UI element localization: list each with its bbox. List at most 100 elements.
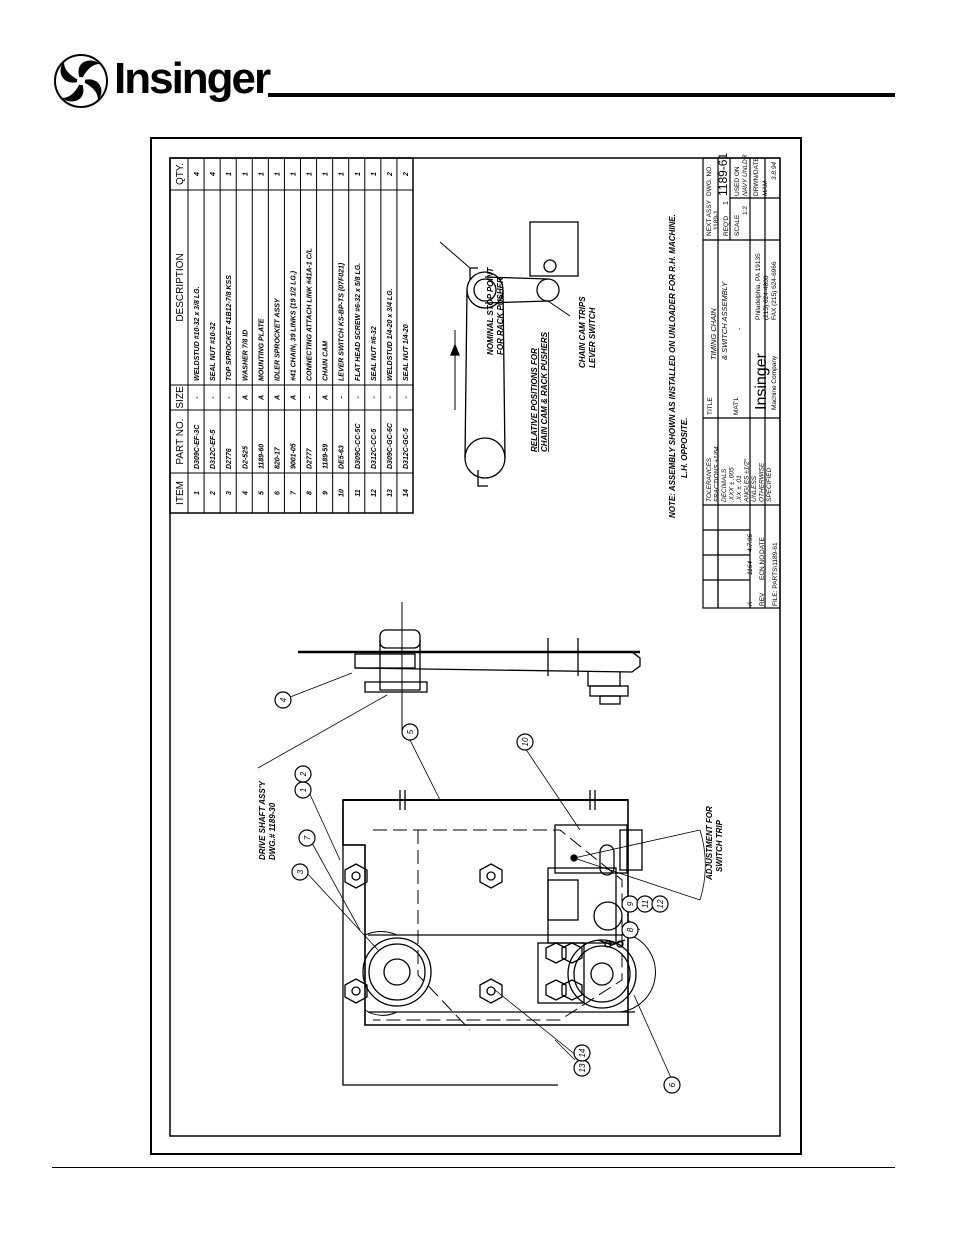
table-cell: A [274,395,281,401]
tolerance-line: UNLESS [751,475,758,502]
table-cell: 14 [403,489,410,497]
title-block [702,157,781,609]
tolerance-line: OTHERWISE [759,462,766,502]
table-cell: 1189-59 [323,444,330,469]
table-cell: D2777 [307,447,314,469]
tolerance-line: ANGLES ±1/2° [743,458,751,503]
relative-positions-note: RELATIVE POSITIONS FOR CHAIN CAM & RACK … [530,331,549,452]
table-cell: 1 [339,172,346,176]
plan-view [257,672,706,1086]
svg-text:14: 14 [578,1048,587,1057]
cam-trips-note: CHAIN CAM TRIPS LEVER SWITCH [578,296,597,368]
svg-text:RELATIVE POSITIONS FOR: RELATIVE POSITIONS FOR [530,348,539,452]
table-cell: 5 [258,491,265,495]
used-on-label: USED ON [734,166,741,196]
table-cell: #41 CHAIN, 39 LINKS (19 1/2 LG.) [290,270,297,381]
item-balloon-5: 5 [401,723,419,741]
item-balloon-8: 8 [621,921,639,939]
table-cell: D309C-CC-5C [355,423,362,469]
table-cell: 1189-60 [258,444,265,469]
table-cell: 11 [355,489,362,496]
table-cell: 1 [323,172,330,176]
table-cell: 7 [290,490,297,495]
table-cell: 820-17 [274,446,281,469]
table-cell: 1 [274,172,281,176]
side-elevation [298,602,641,730]
table-cell: SEAL NUT #10-32 [210,322,217,381]
address-line: FAX (215) 624-6966 [771,261,778,320]
company-sub: Machine Company [771,355,778,410]
table-cell: IDLER SPROCKET ASSY [274,297,281,381]
matl-value: - [737,327,744,330]
scale-label: SCALE [734,214,741,236]
svg-text:NOMINAL STOP POINT: NOMINAL STOP POINT [486,266,495,355]
rev-value: 4.7.95 [747,534,754,552]
item-balloon-1: 1 [294,781,312,799]
table-cell: FLAT HEAD SCREW #6-32 x 5/8 LG. [355,263,362,381]
rev-value: 1164 [747,561,754,575]
table-cell: MOUNTING PLATE [258,318,265,381]
table-header-cell: SIZE [175,386,186,409]
file-label: FILE: PARTS\1189-61 [772,542,779,606]
tolerance-line: FRACTIONS ±1/64 [714,446,721,502]
table-cell: 2 [403,172,410,177]
table-header-cell: ITEM [175,481,186,505]
matl-label: MAT'L [733,397,740,415]
table-cell: WASHER 7/8 ID [242,330,249,381]
table-cell: 3 [226,491,233,495]
table-cell: D309C-EF-3C [194,424,201,469]
item-balloon-11: 11 [636,895,654,913]
table-cell: - [355,396,362,399]
table-cell: - [194,396,201,399]
title-line: TIMING CHAIN [709,308,718,360]
item-balloon-3: 3 [291,863,309,881]
table-cell: A [290,395,297,401]
table-cell: CONNECTING ATTACH LINK #41A-1 C/L [307,248,314,381]
assembly-note: NOTE: ASSEMBLY SHOWN AS INSTALLED ON UNL… [668,214,689,518]
svg-text:CHAIN CAM & RACK PUSHERS: CHAIN CAM & RACK PUSHERS [540,331,549,452]
table-cell: - [387,396,394,399]
item-balloon-7: 7 [298,829,316,847]
svg-text:11: 11 [641,900,650,908]
item-balloon-6: 6 [663,1076,681,1094]
item-balloon-14: 14 [573,1044,591,1062]
table-cell: 4 [194,172,201,177]
table-cell: D309C-GC-6C [387,422,394,469]
table-cell: - [371,396,378,399]
reqd-value: 1 [723,201,730,205]
item-balloon-10: 10 [516,733,534,751]
table-cell: - [226,396,233,399]
item-balloon-12: 12 [651,895,669,913]
table-cell: 1 [307,172,314,176]
table-cell: 9001-05 [290,443,297,469]
next-assy-label: NEXT ASSY [706,199,713,236]
tolerance-line: TOLERANCES [706,457,713,502]
svg-text:7: 7 [303,835,312,840]
svg-text:CHAIN CAM TRIPS: CHAIN CAM TRIPS [578,296,587,368]
table-cell: 4 [242,491,249,496]
svg-text:FOR RACK PUSHER: FOR RACK PUSHER [496,277,505,355]
table-header-cell: DESCRIPTION [175,253,186,321]
table-cell: 2 [387,172,394,177]
header-rule [268,93,895,97]
table-cell: - [210,396,217,399]
pinwheel-logo-icon [54,54,108,108]
dwg-number: 1189-61 [716,153,730,196]
table-cell: D312C-GC-5 [403,428,410,469]
company-name: Insinger [753,352,770,410]
svg-text:NOTE: ASSEMBLY SHOWN AS INSTAL: NOTE: ASSEMBLY SHOWN AS INSTALLED ON UNL… [668,214,677,518]
table-cell: 1 [258,172,265,176]
table-cell: 1 [226,172,233,176]
svg-text:6: 6 [668,1082,677,1087]
table-cell: 12 [371,489,378,497]
tolerance-line: SPECIFIED [766,467,773,502]
table-cell: 6 [274,491,281,495]
table-cell: CHAIN CAM [323,341,330,381]
stop-point-note: NOMINAL STOP POINT FOR RACK PUSHER [486,266,505,355]
table-cell: LEVER SWITCH KS-BP-TS (07F021) [339,262,346,381]
tolerance-line: DECIMALS [721,468,728,502]
table-cell: 1 [371,172,378,176]
